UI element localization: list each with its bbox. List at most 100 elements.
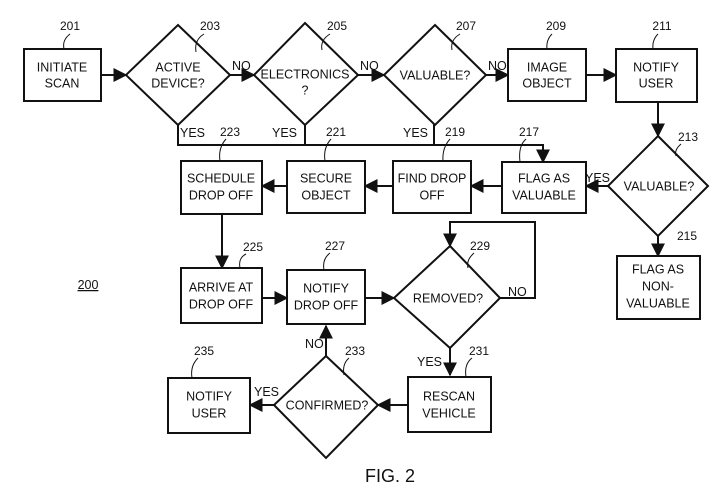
leader-207 [451, 33, 461, 51]
process-box [615, 48, 698, 103]
leader-227 [323, 252, 331, 271]
leader-201 [63, 33, 71, 50]
figure-caption: FIG. 2 [365, 466, 415, 486]
node-text-line2: DROP OFF [189, 297, 254, 311]
leader-219 [442, 138, 451, 162]
process-box [507, 48, 587, 102]
node-text-line2: ? [302, 83, 309, 97]
leader-203 [195, 33, 205, 53]
process-box [392, 160, 472, 214]
node-text-line1: NOTIFY [633, 60, 679, 74]
edge-label-233-no: NO [305, 337, 324, 351]
ref-label-205: 205 [327, 19, 347, 33]
node-text-line2: OFF [420, 188, 445, 202]
node-text-line1: NOTIFY [303, 281, 349, 295]
leader-223 [219, 138, 227, 162]
leader-225 [239, 253, 247, 269]
edge-label-229-no: NO [508, 285, 527, 299]
edge-label-205-yes: YES [272, 126, 297, 140]
process-box [286, 160, 366, 214]
node-find-drop-off: FIND DROP OFF [392, 160, 472, 214]
node-secure-object: SECURE OBJECT [286, 160, 366, 214]
decision-diamond [252, 21, 360, 127]
node-removed: REMOVED? [392, 244, 502, 350]
node-schedule-drop-off: SCHEDULE DROP OFF [180, 160, 263, 215]
edge-label-213-yes: YES [585, 171, 610, 185]
process-box [180, 160, 263, 215]
node-text-line2: VALUABLE [512, 188, 576, 202]
reference-numerals: 201 203 205 207 209 211 213 215 217 219 … [60, 19, 698, 379]
node-electronics: ELECTRONICS ? [252, 21, 360, 127]
ref-label-221: 221 [326, 125, 346, 139]
node-text-line1: NOTIFY [186, 389, 232, 403]
node-text-line1: SCHEDULE [187, 171, 255, 185]
node-text-line1: ELECTRONICS [261, 67, 350, 81]
ref-label-211: 211 [652, 19, 671, 33]
ref-label-215: 215 [677, 229, 697, 243]
edge-label-203-no: NO [232, 59, 251, 73]
node-flag-valuable: FLAG AS VALUABLE [501, 161, 587, 214]
ref-label-203: 203 [200, 19, 220, 33]
edge-label-229-yes: YES [417, 355, 442, 369]
node-text-line2: USER [192, 406, 227, 420]
edge-label-203-yes: YES [180, 126, 205, 140]
edge-label-205-no: NO [360, 59, 379, 73]
leader-221 [324, 138, 332, 162]
node-rescan-vehicle: RESCAN VEHICLE [407, 376, 492, 433]
node-initiate-scan: INITIATE SCAN [23, 48, 102, 102]
node-text-line2: USER [639, 76, 674, 90]
process-box [167, 377, 251, 434]
process-box [616, 255, 701, 320]
ref-label-213: 213 [678, 130, 698, 144]
decision-diamond [606, 134, 710, 238]
node-notify-user-top: NOTIFY USER [615, 48, 698, 103]
node-text-line2: OBJECT [522, 76, 572, 90]
edge-229-no-loop [443, 221, 536, 299]
node-text-line2: DEVICE? [151, 76, 205, 90]
ref-label-227: 227 [325, 239, 345, 253]
node-text-line1: CONFIRMED? [286, 398, 369, 412]
edge-label-207-no: NO [488, 59, 507, 73]
node-text-line1: FLAG AS [632, 262, 684, 276]
node-image-object: IMAGE OBJECT [507, 48, 587, 102]
decision-diamond [382, 23, 488, 127]
node-text-line1: REMOVED? [413, 291, 483, 305]
node-confirmed: CONFIRMED? [272, 354, 380, 460]
decision-diamond [272, 354, 380, 460]
node-text-line2: NON- [642, 279, 674, 293]
leader-231 [465, 357, 473, 378]
node-text-line1: FLAG AS [518, 171, 570, 185]
node-notify-drop-off: NOTIFY DROP OFF [286, 269, 366, 325]
node-flag-non-valuable: FLAG AS NON- VALUABLE [616, 255, 701, 320]
node-text-line2: SCAN [45, 76, 80, 90]
ref-label-233: 233 [345, 344, 365, 358]
node-text-line2: OBJECT [301, 188, 351, 202]
process-box [23, 48, 102, 102]
leader-205 [321, 33, 331, 51]
edge-yes-bus [177, 124, 550, 164]
node-notify-user-bottom: NOTIFY USER [167, 377, 251, 434]
edge-labels: NO NO NO YES YES YES YES NO YES NO YES [180, 59, 610, 399]
node-text-line1: VALUABLE? [624, 179, 695, 193]
ref-label-217: 217 [519, 125, 539, 139]
process-box [180, 267, 263, 324]
diagram-reference-number: 200 [78, 278, 99, 292]
ref-label-219: 219 [445, 125, 465, 139]
process-box [407, 376, 492, 433]
ref-label-235: 235 [194, 344, 214, 358]
node-text-line3: VALUABLE [626, 296, 690, 310]
node-text-line1: INITIATE [37, 60, 87, 74]
ref-label-223: 223 [220, 125, 240, 139]
leader-229 [467, 252, 475, 269]
ref-label-201: 201 [60, 19, 80, 33]
leader-209 [546, 33, 553, 50]
ref-label-229: 229 [470, 239, 490, 253]
node-valuable-1: VALUABLE? [382, 23, 488, 127]
node-text-line2: DROP OFF [189, 188, 254, 202]
node-text-line2: VEHICLE [422, 406, 476, 420]
leader-217 [519, 138, 527, 163]
edge-label-207-yes: YES [403, 126, 428, 140]
edge-label-233-yes: YES [254, 385, 279, 399]
leader-235 [191, 357, 199, 379]
